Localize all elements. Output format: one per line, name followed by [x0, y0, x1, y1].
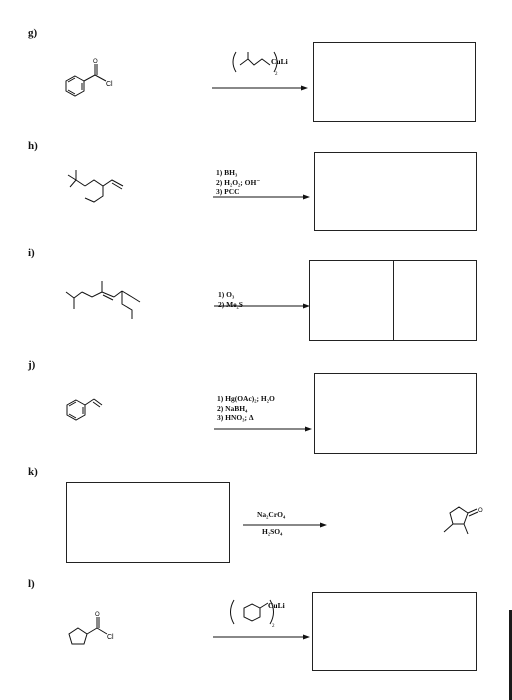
oxygen-atom: O	[478, 508, 483, 514]
benzoyl-chloride-structure: O Cl	[58, 58, 128, 108]
problem-label-k: k)	[28, 466, 38, 478]
cuprate-formula: CuLi	[268, 601, 285, 610]
answer-box-i-right[interactable]	[393, 260, 477, 341]
conditions-j: 1) Hg(OAc)₂; H₂O 2) NaBH₄ 3) HNO₃; Δ	[217, 394, 275, 423]
problem-label-i: i)	[28, 247, 35, 259]
answer-box-g[interactable]	[313, 42, 476, 122]
conditions-k: Na₂CrO₄	[257, 510, 285, 520]
chlorine-atom: Cl	[107, 634, 114, 641]
condition-h-3: 3) PCC	[216, 187, 240, 196]
cyclopentanecarbonyl-chloride-structure: O Cl	[60, 610, 130, 660]
cuprate-formula: CuLi	[271, 57, 288, 66]
cuprate-reagent-g: CuLi 2	[228, 48, 318, 89]
answer-box-k[interactable]	[66, 482, 230, 563]
dimethylcyclopentanone-structure: O	[432, 498, 492, 553]
styrene-structure	[58, 390, 128, 435]
answer-box-j[interactable]	[314, 373, 477, 454]
reaction-arrow-j	[214, 420, 312, 438]
problem-label-h: h)	[28, 140, 38, 152]
alkene-structure-h	[62, 162, 142, 219]
reaction-arrow-l	[213, 628, 310, 646]
condition-j-3: 3) HNO₃; Δ	[217, 413, 254, 422]
condition-i-2: 2) Me₂S	[218, 299, 243, 309]
cuprate-subscript: 2	[272, 624, 275, 629]
problem-label-g: g)	[28, 27, 38, 39]
oxygen-atom: O	[95, 612, 100, 618]
answer-box-i-left[interactable]	[309, 260, 394, 341]
page-edge-shadow	[509, 610, 512, 700]
conditions-i: 1) O₃ 2) Me₂S	[218, 290, 243, 309]
answer-box-h[interactable]	[314, 152, 477, 231]
problem-label-l: l)	[28, 578, 35, 590]
condition-h-1: 1) BH₃	[216, 168, 238, 177]
condition-i-1: 1) O₃	[218, 290, 235, 299]
cuprate-subscript: 2	[275, 72, 278, 77]
reaction-arrow-k	[243, 516, 327, 534]
condition-k-2: H₂SO₄	[262, 527, 283, 536]
conditions-h: 1) BH₃ 2) H₂O₂; OH⁻ 3) PCC	[216, 168, 260, 197]
answer-box-l[interactable]	[312, 592, 477, 671]
condition-j-1: 1) Hg(OAc)₂; H₂O	[217, 394, 275, 403]
chlorine-atom: Cl	[106, 81, 113, 88]
condition-k-1: Na₂CrO₄	[257, 510, 286, 519]
oxygen-atom: O	[93, 59, 98, 65]
cuprate-reagent-l: CuLi 2	[226, 596, 316, 641]
reaction-arrow-i	[214, 297, 310, 315]
alkene-structure-i	[62, 272, 162, 331]
problem-label-j: j)	[28, 359, 36, 371]
condition-h-2: 2) H₂O₂; OH⁻	[216, 177, 261, 187]
condition-j-2: 2) NaBH₄	[217, 403, 248, 413]
reaction-arrow-g	[212, 79, 308, 97]
reaction-arrow-h	[213, 188, 310, 206]
conditions-k-bottom: H₂SO₄	[262, 527, 282, 537]
